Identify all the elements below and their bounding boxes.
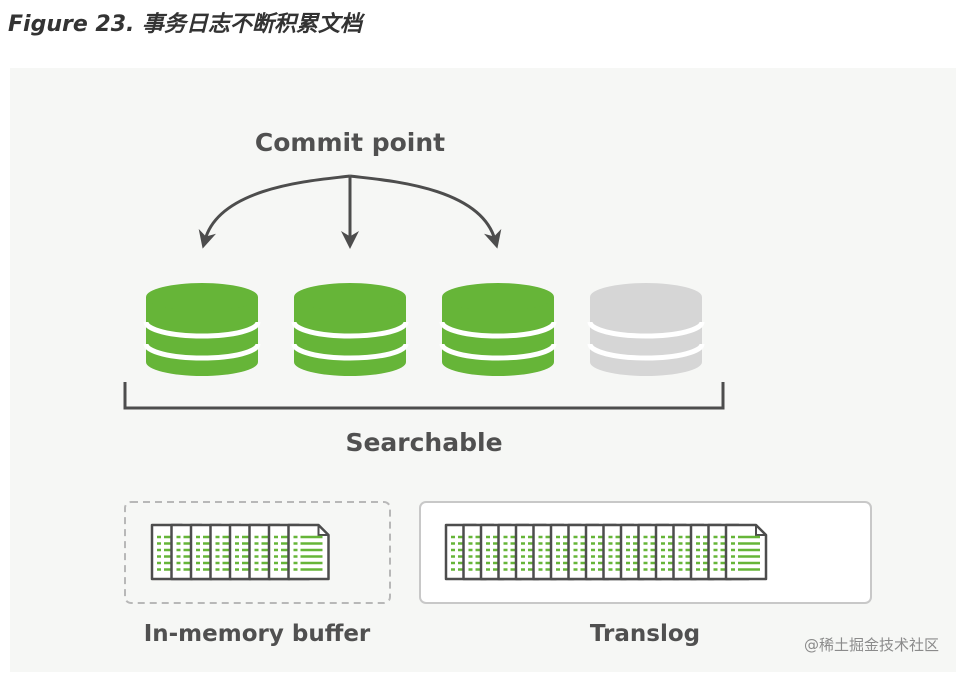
translog-label: Translog [590,621,700,647]
figure-caption: Figure 23. 事务日志不断积累文档 [8,12,363,37]
document-8 [287,523,330,581]
segments-group [143,283,705,376]
commit-arrows [198,174,502,249]
commit-point-label: Commit point [255,128,445,157]
in-memory-buffer-docs [150,523,330,581]
arrow-to-segment-1 [198,174,351,249]
segment-1-committed [143,283,261,376]
document-17 [724,523,768,581]
arrow-to-segment-3 [349,174,502,249]
segment-4-uncommitted [587,283,705,376]
segment-2-committed [291,283,409,376]
segment-3-committed [439,283,557,376]
in-memory-buffer-label: In-memory buffer [144,621,371,647]
watermark: @稀土掘金技术社区 [803,636,939,654]
searchable-label: Searchable [345,428,502,457]
searchable-bracket [123,382,725,410]
translog-docs [444,523,768,581]
in-memory-buffer-box [124,501,391,604]
